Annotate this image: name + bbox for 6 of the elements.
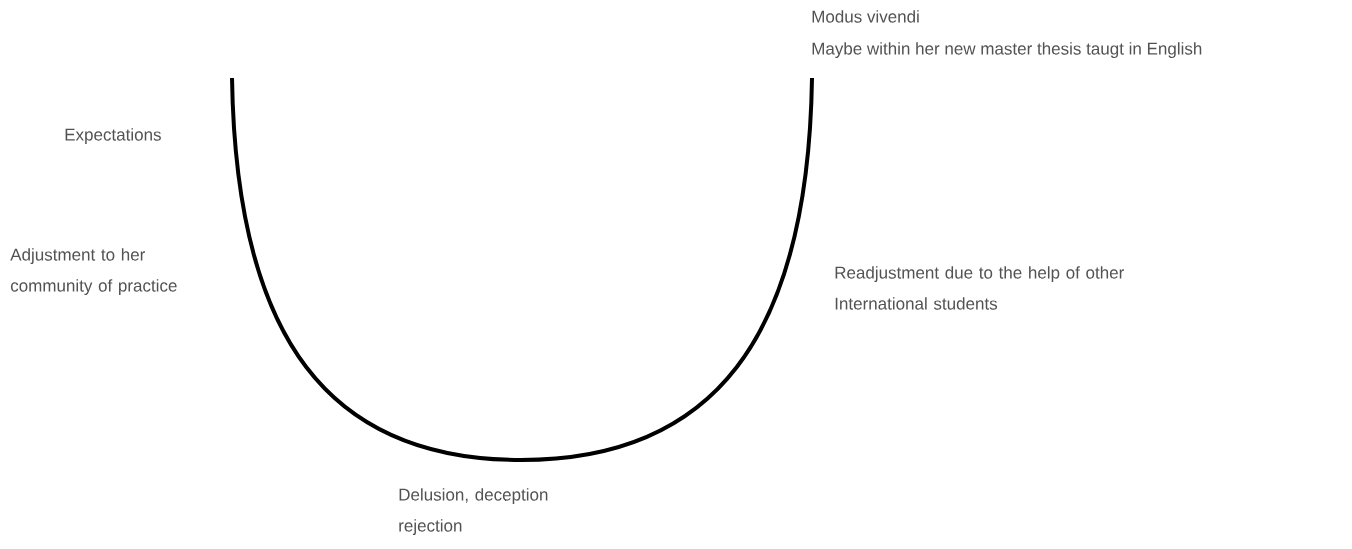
label-text: Modus vivendi [812,10,919,23]
label-text: Delusion, deception rejection [399,488,548,536]
label-text: Maybe within her new master thesis taugt in English [812,42,1202,59]
label-text: Readjustment due to the help of other International students [835,266,1124,310]
label-text: Expectations [65,128,161,145]
label-text: Adjustment to her community of practice [10,248,177,296]
